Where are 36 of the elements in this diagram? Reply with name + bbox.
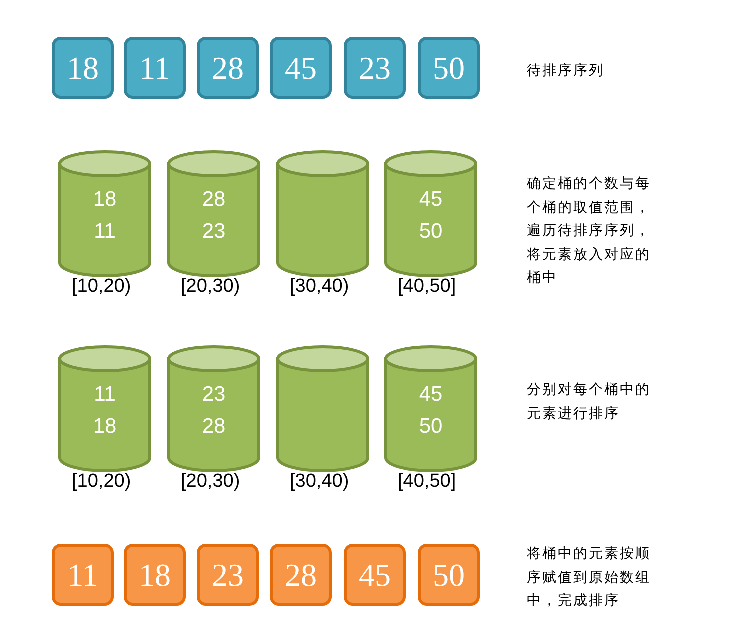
bucket-number: 11 [93,219,117,245]
range-label: [40,50] [398,471,456,493]
step-description: 待排序序列 [527,62,606,81]
range-label: [20,30) [181,276,240,298]
number-box: 50 [418,37,480,99]
number-box: 28 [197,37,259,99]
range-label: [30,40) [290,276,350,298]
range-label: [30,40) [290,471,350,493]
range-label: [10,20) [72,471,132,493]
bucket-number: 28 [201,414,227,440]
bucket-number: 50 [418,414,444,440]
number-box: 11 [124,37,186,99]
number-box: 50 [418,544,480,606]
number-box: 45 [270,37,332,99]
number-box: 45 [344,544,406,606]
bucket-number: 45 [418,187,444,213]
bucket-number: 28 [201,187,227,213]
bucket-number: 50 [418,219,444,245]
number-box: 11 [52,544,114,606]
range-label: [20,30) [181,471,240,493]
step-description: 确定桶的个数与每个桶的取值范围，遍历待排序序列，将元素放入对应的桶中 [527,175,652,288]
bucket-number: 11 [93,382,117,408]
bucket-number: 23 [201,219,227,245]
number-box: 23 [197,544,259,606]
bucket-number: 18 [92,187,118,213]
bucket-number: 23 [201,382,227,408]
range-label: [40,50] [398,276,456,298]
step-description: 将桶中的元素按顺序赋值到原始数组中，完成排序 [527,545,652,611]
number-box: 23 [344,37,406,99]
range-label: [10,20) [72,276,132,298]
bucket-number: 18 [92,414,118,440]
number-box: 18 [124,544,186,606]
bucket-number: 45 [418,382,444,408]
number-box: 28 [270,544,332,606]
step-description: 分别对每个桶中的元素进行排序 [527,381,652,424]
number-box: 18 [52,37,114,99]
